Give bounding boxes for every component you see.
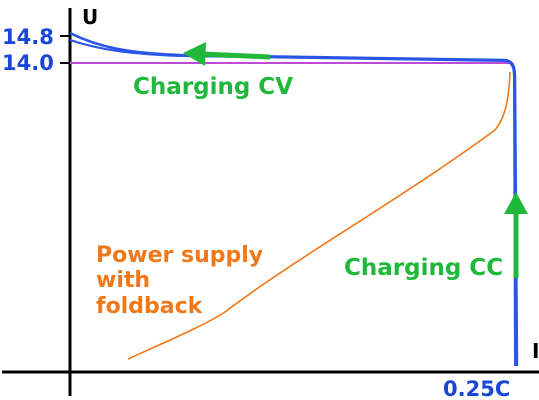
y-tick-label-14-0: 14.0	[2, 51, 54, 75]
y-tick-label-14-8: 14.8	[2, 25, 54, 49]
charging-cv-label: Charging CV	[133, 74, 293, 100]
x-axis-label: I	[532, 339, 539, 363]
x-tick-label-025c: 0.25C	[443, 377, 510, 400]
power-supply-label-line3: foldback	[96, 294, 204, 319]
power-supply-label-line2: with	[96, 268, 150, 293]
power-supply-label-line1: Power supply	[96, 243, 263, 268]
cc-arrow	[504, 192, 528, 278]
foldback-curve	[127, 71, 511, 360]
y-axis-label: U	[82, 5, 98, 29]
charge-curve-lower	[69, 39, 516, 367]
charging-cc-label: Charging CC	[344, 255, 503, 281]
cv-arrow	[183, 42, 271, 66]
